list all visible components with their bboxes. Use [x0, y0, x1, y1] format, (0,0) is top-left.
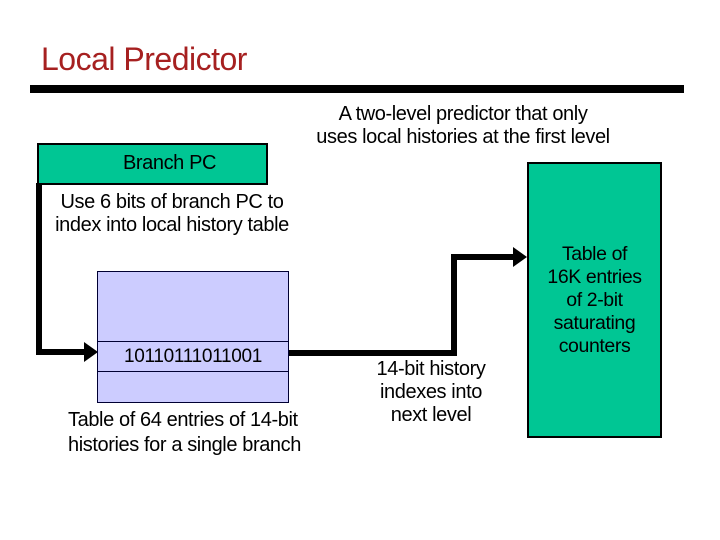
history-arrow-top-line [451, 254, 514, 260]
history-table-row-empty-top [98, 272, 288, 341]
history-arrow-horizontal-line [289, 350, 457, 356]
branch-pc-arrow-vertical-line [36, 183, 42, 355]
counter-table-box: Table of 16K entries of 2-bit saturating… [527, 162, 662, 438]
title-divider [30, 85, 684, 93]
branch-pc-arrow-horizontal-line [36, 349, 85, 355]
arrowhead-right-icon [513, 247, 527, 267]
history-arrow-caption: 14-bit history indexes into next level [376, 358, 486, 426]
history-table-caption: Table of 64 entries of 14-bit histories … [68, 409, 301, 456]
history-table-row-empty-bottom [98, 372, 288, 401]
subtitle-note: A two-level predictor that only uses loc… [316, 103, 610, 148]
local-history-table: 10110111011001 [97, 271, 289, 403]
branch-pc-box: Branch PC [37, 143, 268, 185]
index-caption: Use 6 bits of branch PC to index into lo… [55, 191, 289, 236]
arrowhead-right-icon [84, 342, 98, 362]
slide-title: Local Predictor [41, 41, 247, 77]
history-table-row-selected: 10110111011001 [98, 341, 288, 372]
history-arrow-vertical-line [451, 254, 457, 356]
